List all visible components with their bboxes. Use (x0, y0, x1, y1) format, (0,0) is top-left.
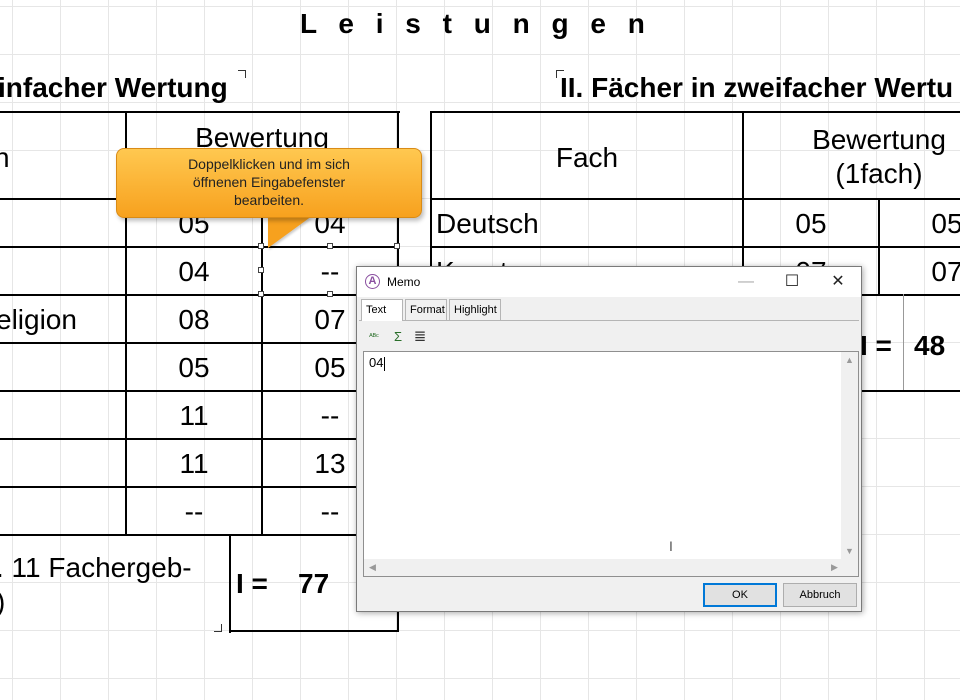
scroll-corner (841, 559, 858, 576)
tab-text[interactable]: Text (361, 299, 403, 321)
table1-cell: 05 (178, 352, 210, 383)
sum-box-left (229, 534, 231, 633)
table1-cell: -- (320, 400, 340, 431)
table2-sum-value: 48 (914, 330, 946, 361)
dialog-title: Memo (387, 275, 421, 289)
horizontal-scrollbar[interactable]: ◀ ▶ (364, 559, 843, 576)
table1-col-divider (125, 111, 127, 536)
table2-cell: 05 (931, 208, 960, 239)
table2-sum-bottom (858, 390, 960, 392)
scroll-left-icon[interactable]: ◀ (369, 562, 376, 572)
table1-header-subject: n (0, 142, 10, 173)
tooltip-line: bearbeiten. (233, 192, 305, 208)
section1-heading: infacher Wertung (0, 72, 228, 103)
table1-cell: 11 (179, 448, 209, 479)
text-tab-panel: ᴬᴮᶜ Σ ≣ 04 I ▲ ▼ ◀ ▶ (359, 320, 859, 577)
close-button[interactable]: ✕ (831, 273, 845, 290)
table1-cell: 13 (314, 448, 346, 479)
table2-header-bewertung-sub: (1fach) (835, 158, 923, 189)
table2-top-border (430, 111, 960, 113)
align-justify-icon[interactable]: ≣ (413, 328, 427, 345)
table1-col-divider (261, 198, 263, 536)
memo-dialog: A Memo — ☐ ✕ Text Format Highlight ᴬᴮᶜ Σ… (356, 266, 862, 612)
table1-cell-selected[interactable]: -- (320, 256, 340, 287)
table2-row-border (430, 246, 960, 248)
table2-cell: 05 (795, 208, 827, 239)
table1-row-border (0, 342, 400, 344)
table1-row-border (0, 246, 400, 248)
table1-cell: 08 (178, 304, 210, 335)
section1-corner-mark (238, 70, 246, 78)
table1-row-border (0, 390, 400, 392)
table1-cell: 05 (314, 352, 346, 383)
table2-subject: Deutsch (436, 208, 539, 239)
selection-handle[interactable] (327, 291, 333, 297)
table1-header-bewertung: Bewertung (195, 122, 329, 153)
sum-box-bottom (229, 630, 399, 632)
scroll-right-icon[interactable]: ▶ (831, 562, 838, 572)
help-tooltip: Doppelklicken und im sich öffnenen Einga… (116, 148, 422, 218)
table2-col-divider (742, 111, 744, 296)
table2-header-fach: Fach (555, 142, 619, 173)
table2-header-border (430, 198, 960, 200)
memo-value: 04 (369, 355, 384, 370)
table1-cell: -- (320, 496, 340, 527)
vertical-scrollbar[interactable]: ▲ ▼ (841, 352, 858, 560)
minimize-button[interactable]: — (738, 273, 754, 290)
memo-content[interactable]: 04 (369, 355, 386, 371)
tab-highlight[interactable]: Highlight (449, 299, 501, 320)
maximize-button[interactable]: ☐ (784, 273, 800, 290)
table2-header-bewertung: Bewertung (812, 124, 946, 155)
ibeam-cursor-icon: I (669, 538, 673, 554)
table1-cell: -- (184, 496, 204, 527)
selection-handle[interactable] (394, 243, 400, 249)
cancel-button[interactable]: Abbruch (783, 583, 857, 607)
table1-top-border (0, 111, 400, 113)
table1-row-border (0, 486, 400, 488)
table1-row-border (0, 438, 400, 440)
table1-cell: 04 (178, 256, 210, 287)
scroll-down-icon[interactable]: ▼ (845, 546, 854, 556)
table2-sum-divider (903, 294, 904, 390)
table2-sum-label: I = (860, 330, 892, 361)
table1-footer-text: ) (0, 586, 5, 618)
memo-textarea[interactable]: 04 I ▲ ▼ ◀ ▶ (363, 351, 859, 577)
table1-sum-label: I = (236, 568, 268, 599)
selection-handle[interactable] (258, 291, 264, 297)
footer-corner-mark (214, 624, 222, 632)
table2-left-border (430, 111, 432, 296)
section2-heading: II. Fächer in zweifacher Wertu (560, 72, 954, 103)
table2-col-divider (878, 198, 880, 296)
tooltip-line: öffnenen Eingabefenster (192, 174, 346, 190)
selection-handle[interactable] (258, 243, 264, 249)
sum-icon[interactable]: Σ (393, 329, 403, 344)
selection-handle[interactable] (258, 267, 264, 273)
tab-format[interactable]: Format (405, 299, 447, 320)
selection-handle[interactable] (327, 243, 333, 249)
scroll-up-icon[interactable]: ▲ (845, 355, 854, 365)
table1-row-border (0, 294, 400, 296)
table1-cell: 07 (314, 304, 346, 335)
tooltip-tail (268, 216, 312, 248)
app-icon: A (365, 274, 380, 289)
table2-cell: 07 (931, 256, 960, 287)
ok-button[interactable]: OK (703, 583, 777, 607)
table1-cell: 11 (179, 400, 209, 431)
table1-sum-value: 77 (298, 568, 330, 599)
table1-bottom-border (0, 534, 400, 536)
tooltip-line: Doppelklicken und im sich (188, 156, 350, 172)
table1-subject: eligion (0, 304, 77, 335)
table1-footer-text: . 11 Fachergeb- (0, 552, 192, 583)
section2-corner-mark (556, 70, 564, 78)
text-caret (384, 356, 386, 371)
page-title: L e i s t u n g e n (300, 8, 652, 39)
dialog-titlebar[interactable]: A Memo — ☐ ✕ (357, 267, 861, 297)
spellcheck-icon[interactable]: ᴬᴮᶜ (369, 332, 379, 341)
